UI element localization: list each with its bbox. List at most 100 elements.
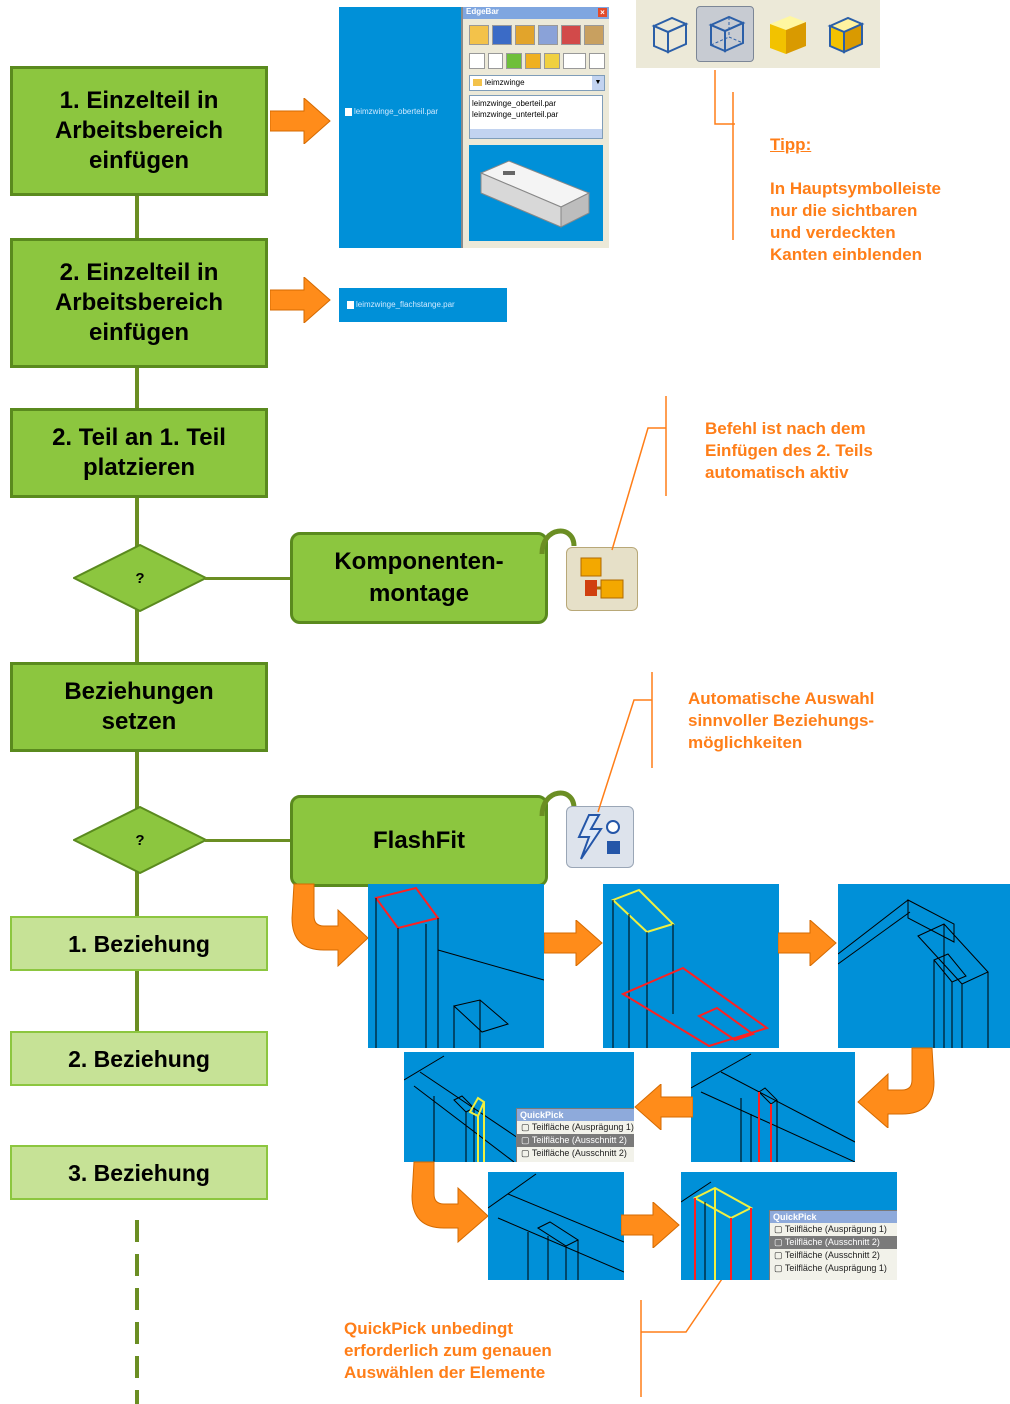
quickpick-item[interactable]: ▢ Teilfläche (Ausschnitt 2)	[517, 1134, 634, 1147]
tip-title: Tipp:	[770, 135, 812, 154]
command-label: FlashFit	[372, 827, 465, 854]
arrow-right-2	[270, 277, 331, 323]
edgebar-tab-icon[interactable]	[584, 25, 604, 45]
arrow-curved-down-left	[857, 1047, 935, 1128]
edgebar-tab-icon[interactable]	[492, 25, 512, 45]
flashfit-step-screenshot-7: QuickPick ▢ Teilfläche (Ausprägung 1) ▢ …	[681, 1172, 897, 1280]
quickpick-item[interactable]: ▢ Teilfläche (Ausprägung 1)	[521, 1122, 634, 1132]
quickpick-item[interactable]: ▢ Teilfläche (Ausprägung 1)	[774, 1224, 887, 1234]
edgebar-tab-icon[interactable]	[515, 25, 535, 45]
folder-icon	[473, 79, 482, 87]
quickpick-popup-large: QuickPick ▢ Teilfläche (Ausprägung 1) ▢ …	[769, 1210, 897, 1280]
flow-step-label: 2. Teil an 1. Teil platzieren	[52, 424, 226, 481]
tip-note: Tipp: In Hauptsymbolleiste nur die sicht…	[770, 112, 1000, 288]
edgebar-tab-row	[469, 25, 605, 47]
arrow-right-3	[544, 920, 603, 966]
quickpick-popup-small: QuickPick ▢ Teilfläche (Ausprägung 1) ▢ …	[516, 1108, 634, 1162]
edgebar-title: EdgeBar ×	[463, 7, 609, 19]
edgebar-toolbar-row	[469, 53, 605, 69]
horizontal-scrollbar[interactable]	[470, 129, 602, 138]
flashfit-step-screenshot-2	[603, 884, 779, 1048]
arrow-right-4	[778, 920, 837, 966]
decision-label: ?	[135, 831, 145, 849]
workspace-file-entry[interactable]: leimzwinge_flachstange.par	[347, 300, 455, 309]
file-list-item[interactable]: leimzwinge_oberteil.par	[472, 99, 557, 108]
flow-step-label: 1. Beziehung	[68, 930, 210, 957]
flow-step-relation-3: 3. Beziehung	[10, 1145, 268, 1200]
flow-line-main	[135, 170, 139, 1070]
edgebar-tab-icon[interactable]	[469, 25, 489, 45]
flow-step-place-part: 2. Teil an 1. Teil platzieren	[10, 408, 268, 498]
hook-connector-2	[539, 790, 577, 817]
flow-step-label: 1. Einzelteil in Arbeitsbereich einfügen	[54, 87, 224, 174]
edgebar-tab-icon[interactable]	[561, 25, 581, 45]
quickpick-item[interactable]: ▢ Teilfläche (Ausprägung 1)	[774, 1263, 887, 1273]
flashfit-icon[interactable]	[566, 806, 634, 868]
shaded-visible-edges-cube-icon[interactable]	[822, 12, 868, 58]
edgebar-tab-icon[interactable]	[538, 25, 558, 45]
flow-step-insert-part-2: 2. Einzelteil in Arbeitsbereich einfügen	[10, 238, 268, 368]
decision-label: ?	[135, 569, 145, 587]
toolbar-icon[interactable]	[469, 53, 485, 69]
shaded-cube-icon[interactable]	[760, 8, 812, 62]
flashfit-step-screenshot-1	[368, 884, 544, 1048]
search-icon[interactable]	[589, 53, 605, 69]
view-style-toolbar	[636, 0, 880, 68]
quickpick-title: QuickPick	[770, 1211, 897, 1223]
toolbar-icon[interactable]	[506, 53, 523, 69]
flashfit-step-screenshot-4	[691, 1052, 855, 1162]
flow-step-relation-1: 1. Beziehung	[10, 916, 268, 971]
connector-decision-1	[205, 577, 293, 580]
flow-step-label: 2. Einzelteil in Arbeitsbereich einfügen	[54, 259, 224, 346]
quickpick-title: QuickPick	[517, 1109, 634, 1121]
toolbar-icon[interactable]	[543, 53, 560, 69]
toolbar-icon[interactable]	[525, 53, 541, 69]
arrow-curved-down-right-2	[411, 1161, 489, 1244]
flow-line-dashed	[135, 1220, 139, 1404]
command-komponentenmontage: Komponenten- montage	[290, 532, 548, 624]
command-flashfit: FlashFit	[290, 795, 548, 887]
decision-diamond-2: ?	[71, 805, 209, 875]
workspace-edgebar-screenshot: leimzwinge_oberteil.par EdgeBar × leimzw…	[339, 7, 609, 248]
edgebar-preview	[469, 145, 603, 241]
tip-body: In Hauptsymbolleiste nur die sichtbaren …	[770, 179, 941, 264]
workspace-file-screenshot: leimzwinge_flachstange.par	[339, 288, 507, 322]
quickpick-note: QuickPick unbedingt erforderlich zum gen…	[344, 1319, 552, 1382]
flow-step-label: Beziehungen setzen	[64, 678, 214, 735]
auto-selection-note: Automatische Auswahl sinnvoller Beziehun…	[688, 689, 875, 752]
chevron-down-icon[interactable]: ▼	[592, 76, 604, 90]
decision-diamond-1: ?	[71, 543, 209, 613]
command-label: Komponenten- montage	[334, 548, 504, 607]
arrow-right-5	[621, 1202, 680, 1248]
arrow-left-1	[634, 1084, 693, 1130]
arrow-right-1	[270, 98, 331, 144]
edgebar-file-list: leimzwinge_oberteil.par leimzwinge_unter…	[469, 95, 603, 139]
flow-step-relation-2: 2. Beziehung	[10, 1031, 268, 1086]
quickpick-item[interactable]: ▢ Teilfläche (Ausschnitt 2)	[770, 1236, 897, 1249]
flow-step-label: 3. Beziehung	[68, 1159, 210, 1186]
flashfit-step-screenshot-6	[488, 1172, 624, 1280]
flashfit-step-screenshot-5: QuickPick ▢ Teilfläche (Ausprägung 1) ▢ …	[404, 1052, 634, 1162]
close-icon[interactable]: ×	[598, 8, 607, 17]
quickpick-item[interactable]: ▢ Teilfläche (Ausschnitt 2)	[774, 1250, 880, 1260]
workspace-file-entry[interactable]: leimzwinge_oberteil.par	[345, 107, 438, 116]
wireframe-cube-icon[interactable]	[646, 12, 692, 58]
flow-step-set-relations: Beziehungen setzen	[10, 662, 268, 752]
assemble-icon[interactable]	[566, 547, 638, 611]
command-active-note: Befehl ist nach dem Einfügen des 2. Teil…	[705, 419, 873, 482]
visible-hidden-edges-cube-icon[interactable]	[696, 6, 754, 62]
edgebar-folder-select[interactable]: leimzwinge ▼	[469, 75, 605, 91]
arrow-curved-down-right-1	[291, 883, 369, 968]
flashfit-step-screenshot-3	[838, 884, 1010, 1048]
flow-step-insert-part-1: 1. Einzelteil in Arbeitsbereich einfügen	[10, 66, 268, 196]
edgebar-panel: EdgeBar × leimzwinge ▼ leimzwinge_oberte…	[461, 7, 609, 248]
quickpick-item[interactable]: ▢ Teilfläche (Ausschnitt 2)	[521, 1148, 627, 1158]
connector-decision-2	[205, 839, 293, 842]
hook-connector-1	[539, 528, 577, 555]
toolbar-icon[interactable]	[487, 53, 504, 69]
file-list-item[interactable]: leimzwinge_unterteil.par	[472, 110, 559, 119]
part-preview-icon	[479, 160, 591, 228]
flow-step-label: 2. Beziehung	[68, 1045, 210, 1072]
toolbar-icon[interactable]	[562, 53, 587, 69]
